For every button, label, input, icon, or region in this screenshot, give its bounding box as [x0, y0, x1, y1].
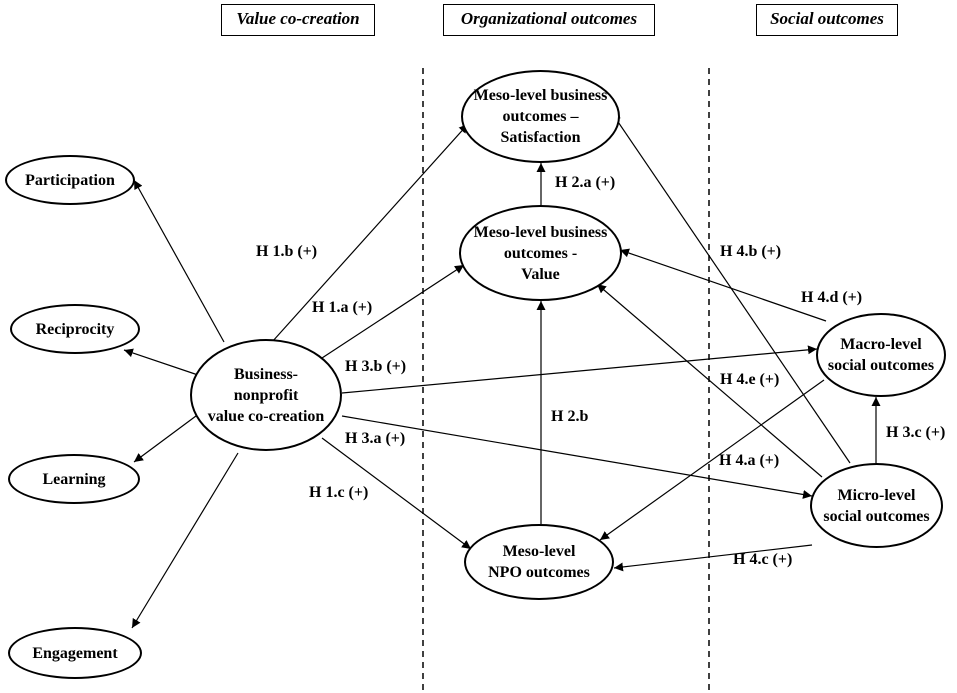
label-h2b: H 2.b: [551, 408, 589, 425]
label-h3b: H 3.b (+): [345, 358, 407, 375]
node-meso-business-value: Meso-level business outcomes - Value: [459, 205, 622, 301]
arrow-h4a: [599, 379, 825, 541]
arrow-h3b: [341, 345, 818, 394]
node-reciprocity: Reciprocity: [10, 304, 140, 354]
arrow-h4d: [619, 248, 827, 322]
arrow-h1c: [321, 437, 472, 550]
header-organizational-outcomes: Organizational outcomes: [443, 4, 655, 36]
arrow-center-engagement: [131, 452, 239, 629]
node-macro-social-outcomes: Macro-level social outcomes: [816, 313, 946, 397]
node-engagement: Engagement: [8, 627, 142, 679]
arrow-center-reciprocity: [123, 348, 199, 376]
arrow-h1b: [271, 123, 469, 343]
header-value-cocreation: Value co-creation: [221, 4, 375, 36]
arrow-center-participation: [133, 179, 225, 343]
arrow-center-learning: [133, 412, 201, 463]
node-learning: Learning: [8, 454, 140, 504]
header-social-outcomes: Social outcomes: [756, 4, 898, 36]
label-h4e: H 4.e (+): [720, 371, 780, 388]
label-h4c: H 4.c (+): [733, 551, 793, 568]
label-h3c: H 3.c (+): [886, 424, 946, 441]
label-h1a: H 1.a (+): [312, 299, 373, 316]
arrow-h3a: [341, 415, 813, 499]
label-h4b: H 4.b (+): [720, 243, 782, 260]
label-h1c: H 1.c (+): [309, 484, 369, 501]
arrow-h4c: [613, 544, 813, 572]
node-participation: Participation: [5, 155, 135, 205]
node-meso-business-satisfaction: Meso-level business outcomes – Satisfact…: [461, 70, 620, 163]
arrow-h4e: [596, 283, 823, 478]
label-h3a: H 3.a (+): [345, 430, 406, 447]
label-h2a: H 2.a (+): [555, 174, 616, 191]
label-h1b: H 1.b (+): [256, 243, 318, 260]
label-h4a: H 4.a (+): [719, 452, 780, 469]
node-micro-social-outcomes: Micro-level social outcomes: [810, 463, 943, 548]
node-meso-npo-outcomes: Meso-level NPO outcomes: [464, 524, 614, 600]
label-h4d: H 4.d (+): [801, 289, 863, 306]
arrow-h1a: [321, 264, 465, 359]
node-business-nonprofit-value-cocreation: Business- nonprofit value co-creation: [190, 339, 342, 451]
